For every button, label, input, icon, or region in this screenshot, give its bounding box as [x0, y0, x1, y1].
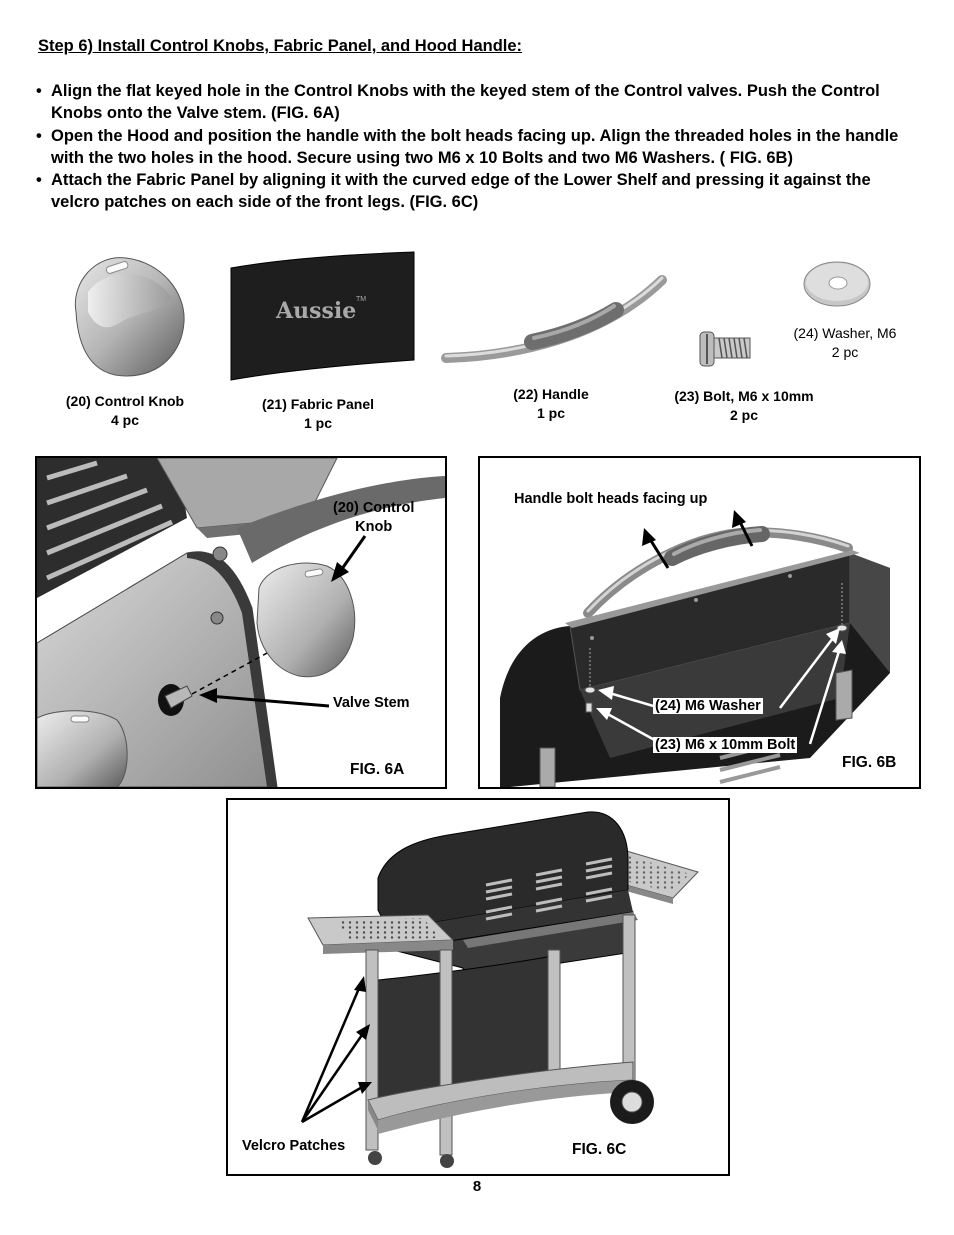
instruction-item: • Align the flat keyed hole in the Contr…	[36, 80, 916, 125]
bolt-illustration	[698, 328, 754, 370]
bullet-dot: •	[36, 171, 42, 190]
part-quantity: 2 pc	[729, 407, 758, 423]
part-quantity: 4 pc	[110, 412, 139, 428]
trademark-mark: TM	[356, 296, 367, 303]
control-knob-illustration	[66, 252, 190, 382]
bullet-dot: •	[36, 126, 42, 145]
handle-illustration	[440, 270, 670, 370]
figure-6a-drawing	[37, 458, 445, 787]
figure-6c-drawing	[300, 811, 699, 1168]
bolt-caption: (23) Bolt, M6 x 10mm 2 pc	[652, 387, 836, 425]
instruction-list: • Align the flat keyed hole in the Contr…	[36, 80, 916, 214]
part-name: (22) Handle	[513, 386, 589, 402]
bolt-heads-callout: Handle bolt heads facing up	[514, 491, 708, 507]
knob-callout: (20) Control Knob	[333, 499, 414, 537]
valve-stem-callout: Valve Stem	[333, 695, 410, 711]
washer-illustration	[802, 260, 872, 308]
washer-caption: (24) Washer, M6 2 pc	[770, 324, 920, 362]
velcro-callout: Velcro Patches	[242, 1138, 346, 1154]
fabric-panel-caption: (21) Fabric Panel 1 pc	[233, 395, 403, 433]
fabric-panel-illustration: Aussie TM	[228, 250, 416, 382]
instruction-item: • Open the Hood and position the handle …	[36, 125, 916, 170]
part-quantity: 2 pc	[831, 344, 859, 360]
fabric-panel-logo: Aussie	[276, 298, 357, 324]
part-quantity: 1 pc	[536, 405, 565, 421]
figure-6a: (20) Control Knob Valve Stem FIG. 6A	[35, 456, 447, 789]
instruction-text: Align the flat keyed hole in the Control…	[51, 82, 880, 123]
part-name: (24) Washer, M6	[793, 325, 897, 341]
handle-caption: (22) Handle 1 pc	[466, 385, 636, 423]
page-number: 8	[472, 1178, 482, 1195]
figure-6b: Handle bolt heads facing up (24) M6 Wash…	[478, 456, 921, 789]
figure-6b-drawing	[500, 510, 890, 787]
part-quantity: 1 pc	[303, 415, 332, 431]
part-name: (21) Fabric Panel	[261, 396, 375, 412]
part-name: (20) Control Knob	[65, 393, 185, 409]
instruction-text: Open the Hood and position the handle wi…	[51, 126, 899, 167]
bullet-dot: •	[36, 82, 42, 100]
bolt-callout: (23) M6 x 10mm Bolt	[653, 737, 798, 753]
figure-6c-label: FIG. 6C	[572, 1141, 627, 1158]
washer-callout: (24) M6 Washer	[653, 698, 763, 714]
figure-6b-label: FIG. 6B	[840, 754, 899, 772]
control-knob-caption: (20) Control Knob 4 pc	[40, 392, 210, 430]
instruction-item: • Attach the Fabric Panel by aligning it…	[36, 169, 916, 214]
step-title: Step 6) Install Control Knobs, Fabric Pa…	[38, 37, 523, 55]
instruction-text: Attach the Fabric Panel by aligning it w…	[51, 171, 871, 212]
callout-line: (20) Control	[333, 500, 415, 516]
figure-6a-label: FIG. 6A	[350, 761, 405, 778]
part-name: (23) Bolt, M6 x 10mm	[674, 388, 814, 404]
callout-line: Knob	[355, 519, 393, 535]
figure-6c: Velcro Patches FIG. 6C	[226, 798, 730, 1176]
